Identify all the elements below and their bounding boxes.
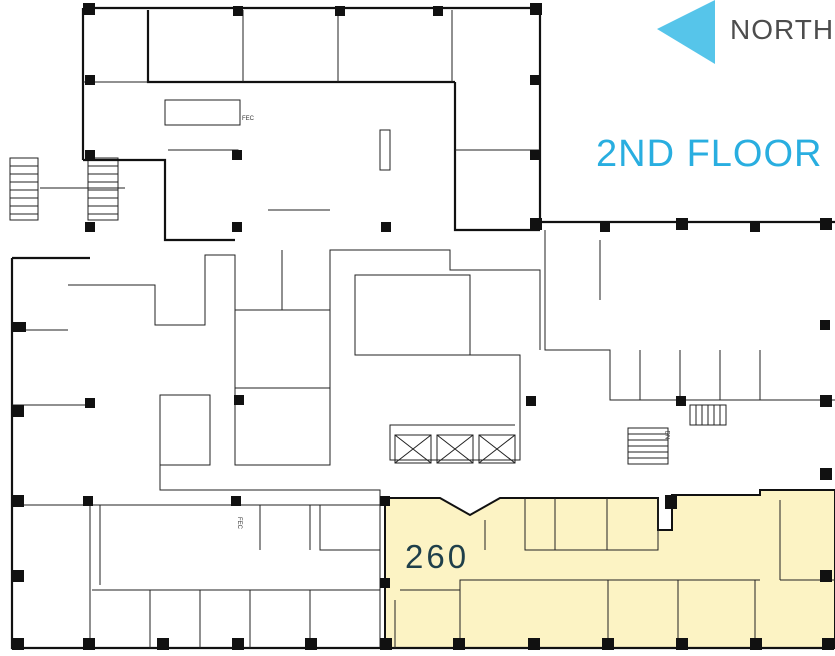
- suite-number[interactable]: 260: [405, 538, 470, 575]
- north-arrow-icon: [657, 0, 715, 64]
- fec-label: FEC: [236, 517, 242, 529]
- columns: [12, 3, 834, 650]
- suite-260-area[interactable]: [384, 489, 835, 649]
- dn-label: DN: [663, 430, 670, 440]
- elevators: [394, 434, 516, 464]
- north-label: NORTH: [730, 14, 835, 45]
- floor-title: 2ND FLOOR: [596, 133, 823, 175]
- stairs-left: [9, 157, 125, 221]
- stairs-right: [627, 404, 727, 465]
- wall-top-block: [81, 6, 542, 232]
- fec-label: FEC: [242, 116, 254, 122]
